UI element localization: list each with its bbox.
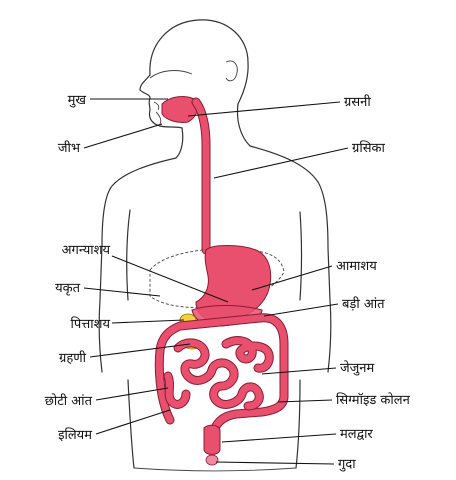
label-small-intestine: छोटी आंत: [45, 393, 93, 409]
label-pharynx: ग्रसनी: [344, 94, 371, 110]
label-jejunum: जेजुनम: [340, 360, 375, 376]
label-mouth: मुख: [68, 93, 87, 108]
label-stomach: आमाशय: [336, 259, 377, 274]
label-rectum: मलद्वार: [340, 427, 373, 442]
large-intestine: [159, 318, 284, 438]
label-large-intestine: बड़ी आंत: [342, 296, 385, 312]
oesophagus: [196, 102, 206, 250]
label-sigmoid-colon: सिग्मॉइड कोलन: [336, 392, 411, 408]
label-tongue: जीभ: [58, 140, 81, 156]
label-oesophagus: ग्रसिका: [352, 140, 385, 156]
label-liver: यकृत: [55, 281, 81, 296]
label-ileum: इलियम: [58, 427, 92, 443]
label-anus: गुदा: [338, 457, 356, 472]
label-gallbladder: पित्ताशय: [71, 316, 111, 332]
label-pancreas: अगन्याशय: [62, 243, 111, 258]
small-intestine: [168, 341, 269, 406]
anus: [206, 455, 218, 465]
rectum: [204, 425, 220, 454]
label-duodenum: ग्रहणी: [59, 350, 87, 366]
